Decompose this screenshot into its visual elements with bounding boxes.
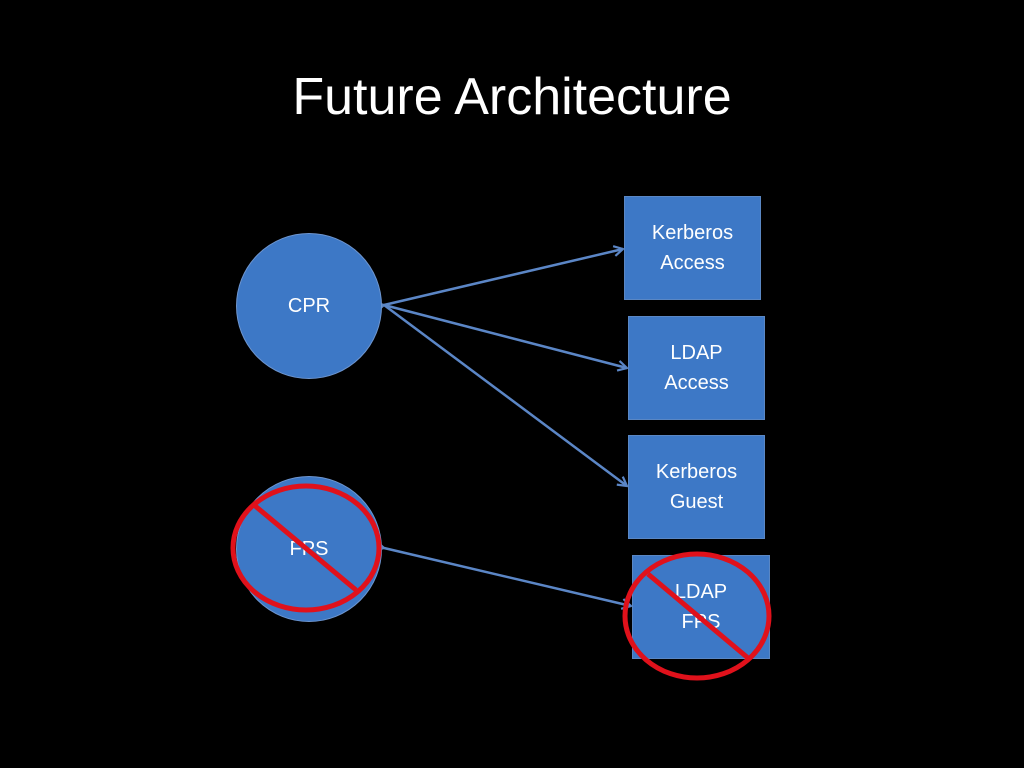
kerberos-access-box: Kerberos Access [624,196,761,300]
kerberos-guest-box: Kerberos Guest [628,435,765,539]
arrow-cpr-kerberos-access [384,249,623,305]
arrow-cpr-ldap-access [383,303,627,368]
kerberos-access-line2: Access [660,252,725,274]
ldap-fps-box: LDAP FPS [632,555,770,659]
arrow-cpr-kerberos-guest [383,303,627,486]
kerberos-guest-line2: Guest [669,491,724,513]
kerberos-guest-line1: Kerberos [655,461,738,483]
ldap-fps-line2: FPS [681,611,721,633]
ldap-access-line1: LDAP [670,342,723,364]
ldap-access-box: LDAP Access [628,316,765,420]
kerberos-access-line1: Kerberos [651,222,734,244]
ldap-access-line2: Access [664,372,729,394]
slide-title: Future Architecture [292,68,732,126]
ldap-fps-line1: LDAP [674,581,728,603]
arrow-fps-ldap-fps [384,548,631,606]
fps-node: FPS [236,476,382,622]
cpr-label: CPR [287,294,331,317]
fps-label: FPS [289,537,329,560]
cpr-node: CPR [236,233,382,379]
